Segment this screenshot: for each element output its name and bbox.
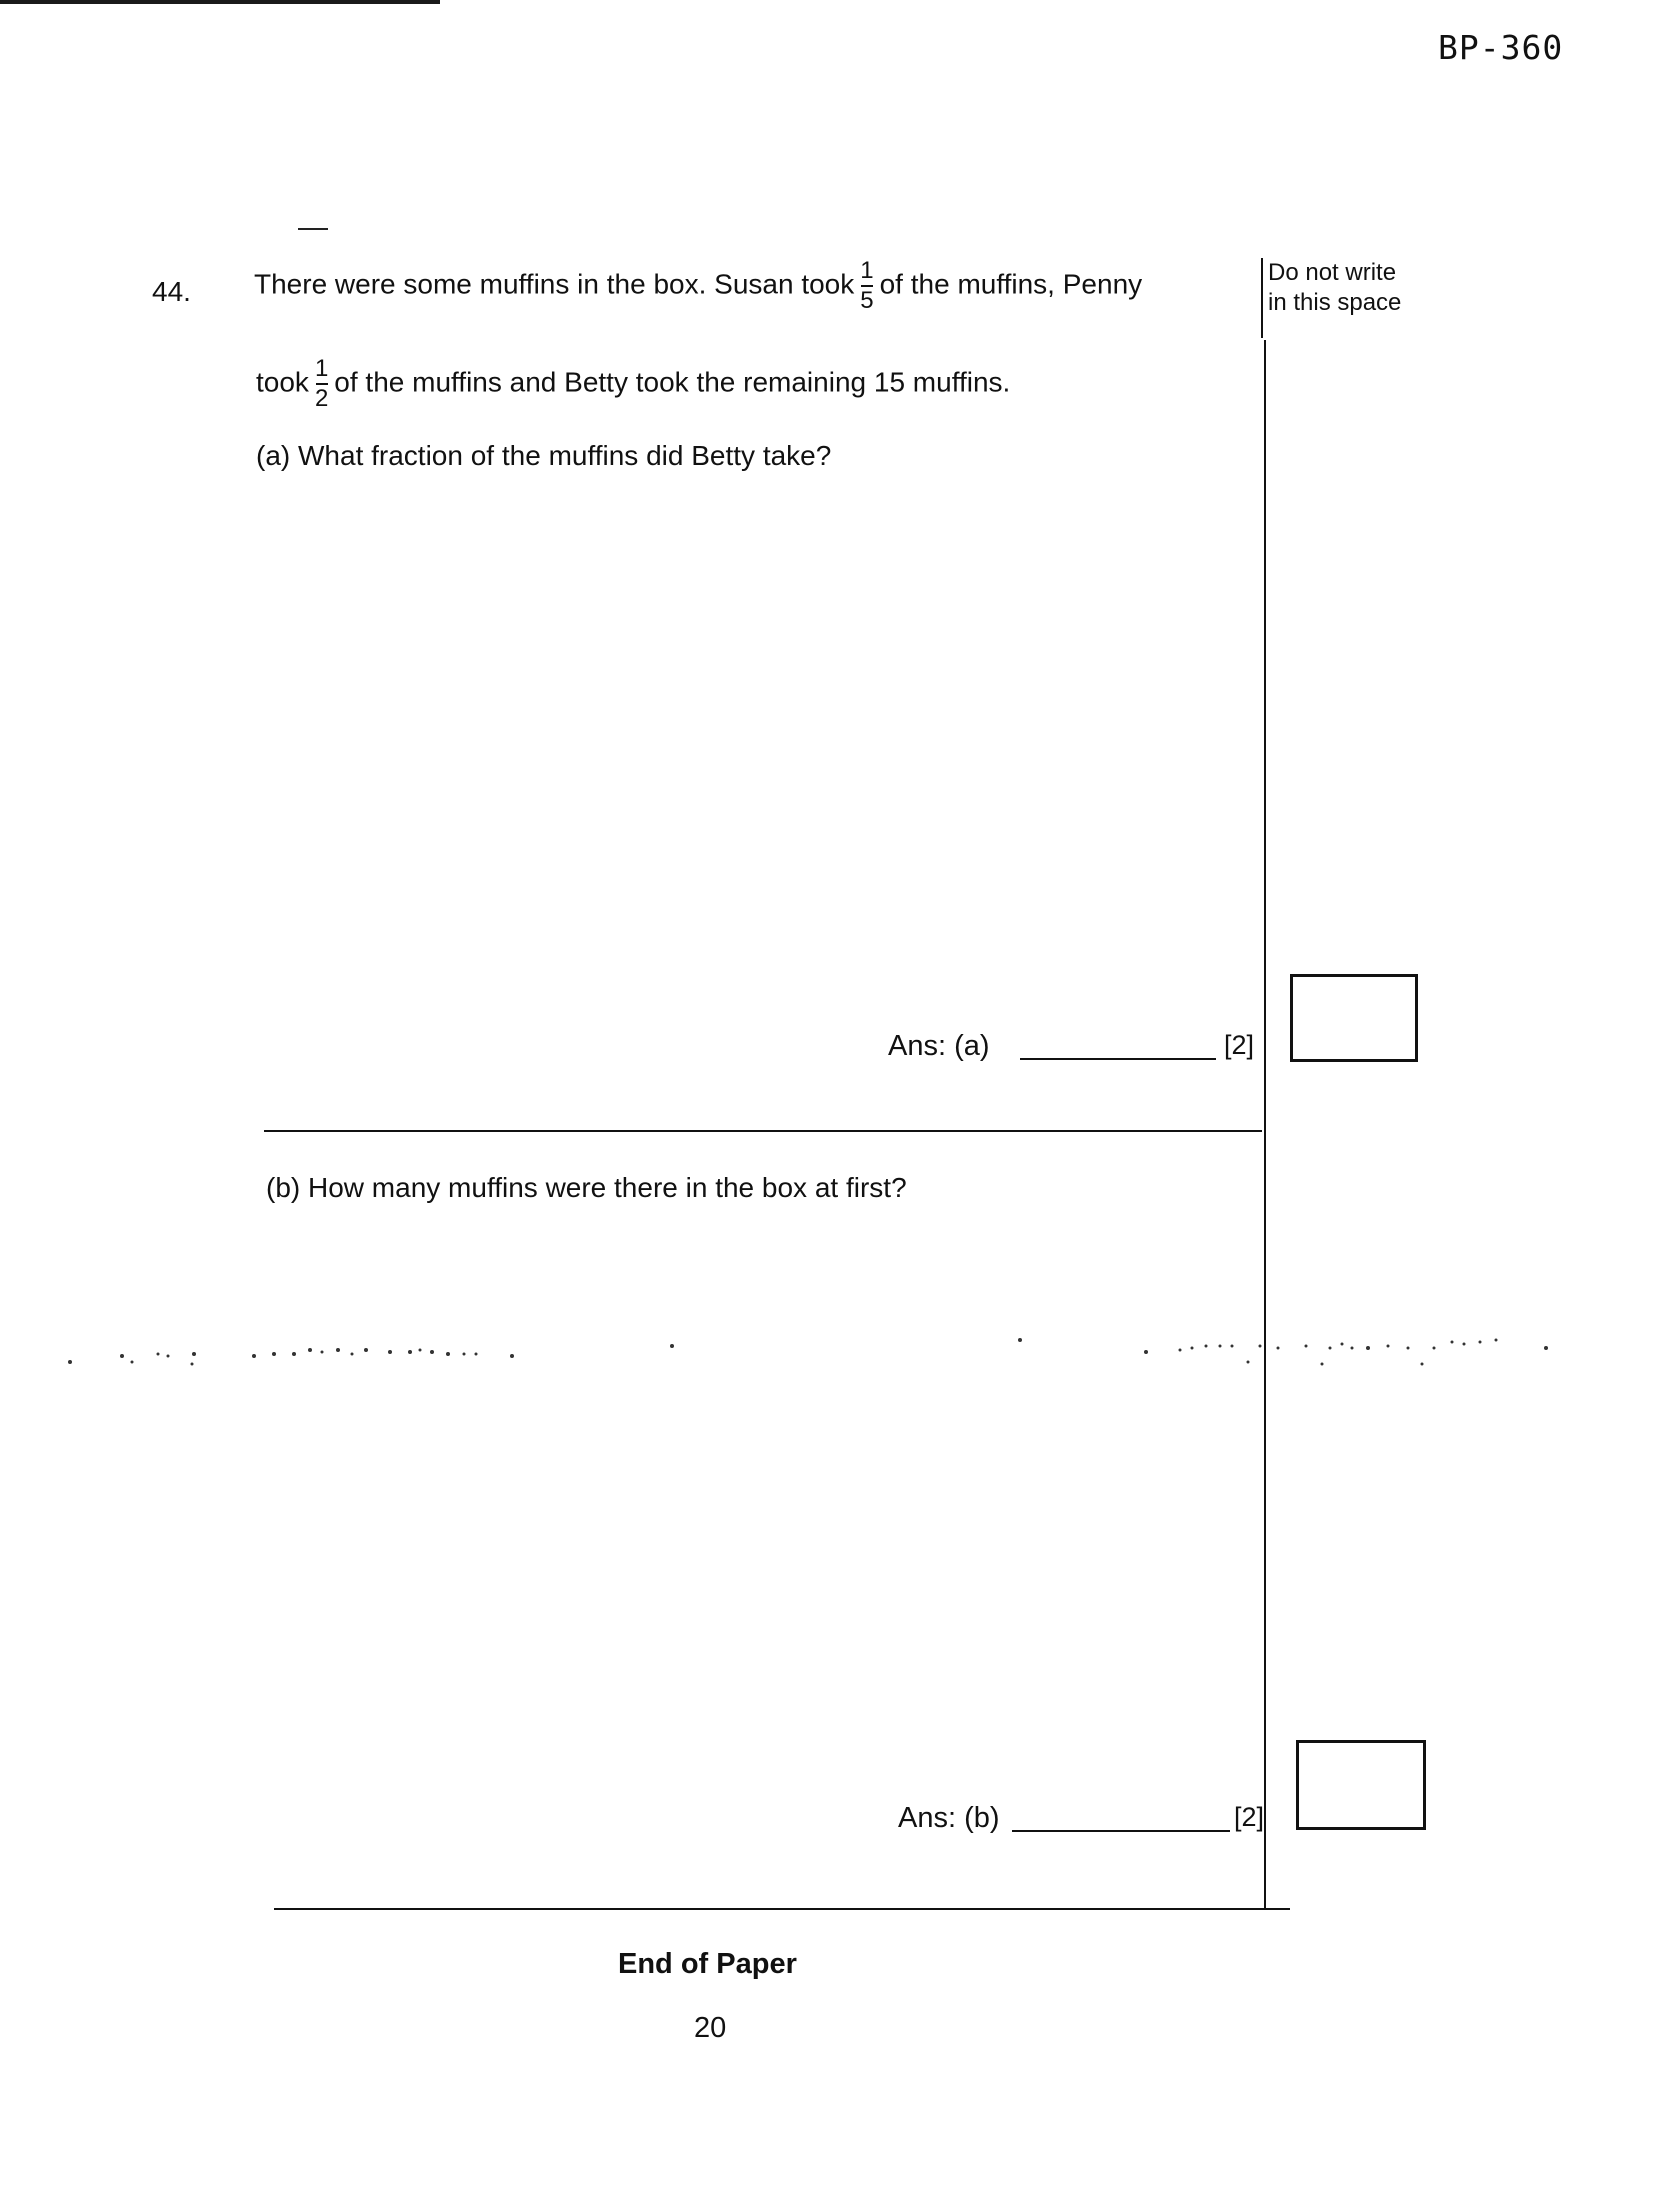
question-number: 44.: [152, 276, 191, 307]
answer-a-label: Ans: (a): [888, 1030, 990, 1062]
section-divider: [264, 1130, 1262, 1132]
question-text-segment: of the muffins and Betty took the remain…: [334, 366, 1011, 398]
fraction-numerator: 1: [314, 355, 329, 382]
answer-a-marks: [2]: [1224, 1030, 1255, 1060]
margin-rule: [1264, 340, 1266, 1908]
bottom-divider: [274, 1908, 1290, 1910]
question-text-segment: of the muffins, Penny: [879, 268, 1143, 300]
fraction-denominator: 5: [860, 287, 874, 314]
margin-note-line-1: Do not write: [1268, 259, 1397, 286]
answer-b-line[interactable]: [1012, 1830, 1230, 1832]
fraction-bar: [315, 383, 328, 385]
question-line-1: There were some muffins in the box. Susa…: [254, 258, 1142, 314]
scan-edge-mark: [0, 0, 440, 4]
question-part-a: (a) What fraction of the muffins did Bet…: [256, 440, 832, 471]
fraction-numerator: 1: [860, 257, 874, 284]
question-text-segment: took: [256, 366, 309, 398]
marks-box-a: [1290, 974, 1418, 1062]
answer-b-label: Ans: (b): [898, 1802, 1000, 1834]
margin-note: Do not write in this space: [1268, 258, 1401, 318]
end-of-paper: End of Paper: [618, 1948, 797, 1980]
fraction-bar: [860, 285, 873, 287]
marks-box-b: [1296, 1740, 1426, 1830]
answer-a-line[interactable]: [1020, 1058, 1216, 1060]
question-text-segment: There were some muffins in the box. Susa…: [254, 268, 855, 300]
answer-b-marks: [2]: [1234, 1802, 1265, 1832]
paper-code: BP-360: [1438, 28, 1564, 67]
margin-note-line-2: in this space: [1268, 289, 1402, 316]
question-part-b: (b) How many muffins were there in the b…: [266, 1172, 907, 1203]
stray-mark: [298, 228, 328, 230]
margin-rule-top: [1261, 258, 1263, 338]
page-number: 20: [694, 2012, 727, 2044]
fraction-denominator: 2: [314, 385, 329, 412]
scan-noise-dots: [68, 1338, 1548, 1366]
